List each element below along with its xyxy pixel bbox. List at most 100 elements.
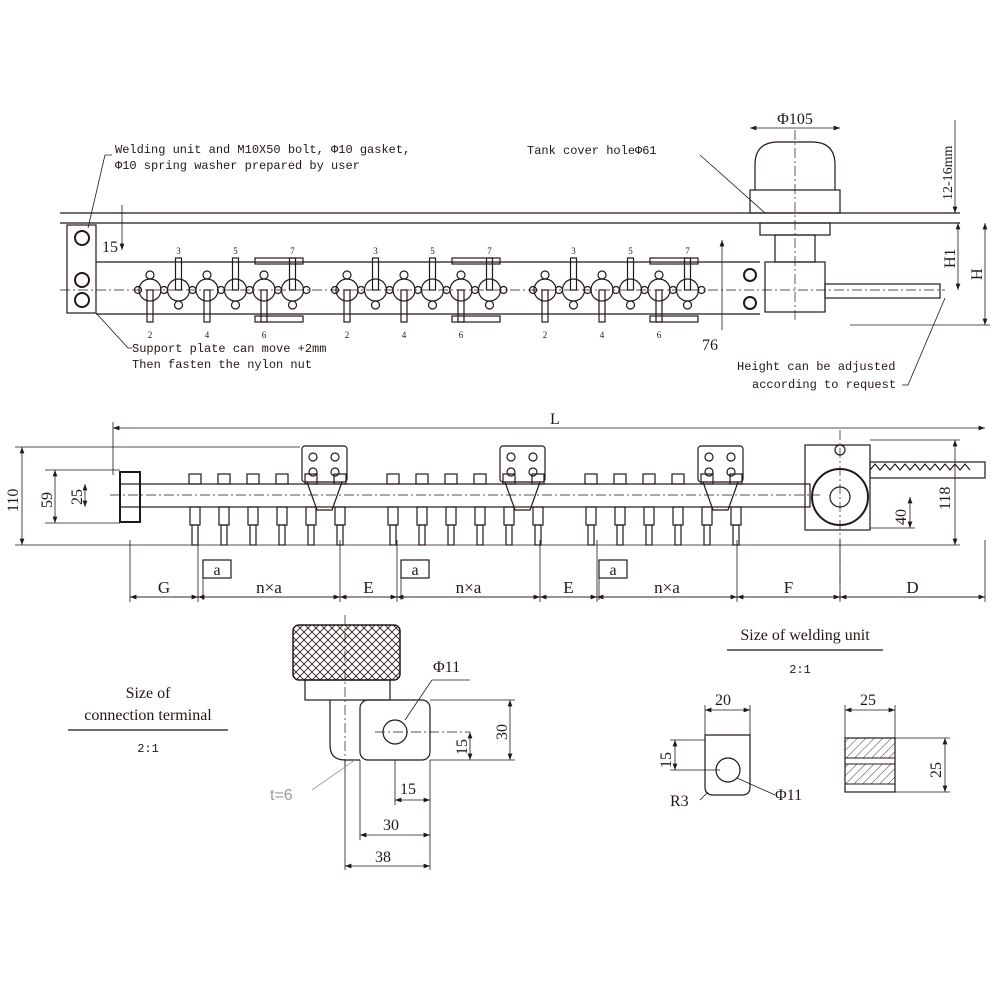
electrode-number: 3 — [571, 246, 576, 256]
welding-plate — [704, 734, 751, 796]
side-electrode — [304, 473, 318, 546]
support-block — [301, 445, 348, 483]
electrode-number: 2 — [543, 330, 548, 340]
electrode: 4 — [590, 270, 621, 340]
electrode: 7 — [675, 246, 706, 310]
side-electrode — [333, 473, 347, 546]
dim-a: a — [609, 562, 616, 579]
welding-unit-detail: Size of welding unit 2:1 20 15 R3 Φ11 25… — [658, 627, 950, 810]
electrode: 5 — [223, 246, 254, 310]
welding-dim-25v: 25 — [928, 762, 945, 778]
electrode-number: 5 — [430, 246, 435, 256]
terminal-thickness: t=6 — [270, 787, 293, 804]
electrode-number: 7 — [685, 246, 690, 256]
electrode-number: 2 — [345, 330, 350, 340]
nut — [528, 285, 538, 295]
clamp — [649, 257, 699, 265]
dim-a: a — [411, 562, 418, 579]
electrode: 6 — [252, 270, 283, 340]
electrode: 4 — [392, 270, 423, 340]
support-plate — [66, 224, 97, 314]
end-terminal — [119, 471, 141, 523]
side-electrode — [473, 473, 487, 546]
side-electrode — [502, 473, 516, 546]
note-welding-2: Φ10 spring washer prepared by user — [115, 159, 360, 173]
side-electrode — [386, 473, 400, 546]
terminal-knob — [292, 624, 401, 681]
segment-label: E — [363, 578, 373, 597]
side-electrode — [531, 473, 545, 546]
welding-dim-phi11: Φ11 — [775, 787, 802, 804]
terminal-lug — [359, 699, 431, 761]
side-electrode — [700, 473, 714, 546]
dim-H: H — [969, 268, 986, 280]
electrode: 3 — [561, 246, 592, 310]
roller — [743, 268, 757, 282]
electrode: 6 — [647, 270, 678, 340]
drive-rod — [824, 283, 941, 299]
terminal-dim-38: 38 — [375, 849, 391, 866]
connection-terminal-detail: Size of connection terminal 2:1 Φ11 30 1… — [68, 615, 515, 870]
electrode-number: 6 — [262, 330, 267, 340]
dim-H1: H1 — [942, 248, 959, 268]
terminal-title-2: connection terminal — [84, 707, 212, 724]
terminal-dim-30h: 30 — [383, 817, 399, 834]
terminal-scale: 2:1 — [137, 742, 159, 756]
side-electrode — [217, 473, 231, 546]
terminal-dim-phi11: Φ11 — [433, 659, 460, 676]
welding-dim-R3: R3 — [670, 793, 689, 810]
electrode: 7 — [280, 246, 311, 310]
dim-L: L — [550, 411, 560, 428]
welding-scale: 2:1 — [789, 663, 811, 677]
side-electrode — [584, 473, 598, 546]
terminal-dim-15h: 15 — [400, 781, 416, 798]
segment-label: n×a — [456, 578, 482, 597]
electrode: 7 — [477, 246, 508, 310]
terminal-dim-15v: 15 — [454, 739, 471, 755]
bolt-hole — [74, 292, 90, 308]
welding-dim-20: 20 — [715, 692, 731, 709]
dim-25: 25 — [69, 489, 86, 505]
tank-cover-label: Tank cover holeΦ61 — [527, 144, 657, 158]
electrode-number: 4 — [402, 330, 407, 340]
clamp — [451, 257, 501, 265]
side-electrode — [188, 473, 202, 546]
electrode-number: 3 — [176, 246, 181, 256]
segment-label: F — [784, 578, 793, 597]
electrode-number: 4 — [600, 330, 605, 340]
welding-dim-25h: 25 — [860, 692, 876, 709]
electrode-number: 5 — [628, 246, 633, 256]
side-electrode — [729, 473, 743, 546]
side-electrode — [671, 473, 685, 546]
side-electrode — [415, 473, 429, 546]
electrode-number: 7 — [487, 246, 492, 256]
segment-label: G — [158, 578, 170, 597]
dim-110: 110 — [5, 489, 22, 512]
side-electrode — [444, 473, 458, 546]
electrode-number: 7 — [290, 246, 295, 256]
electrode: 4 — [195, 270, 226, 340]
electrode-number: 6 — [657, 330, 662, 340]
electrode-number: 6 — [459, 330, 464, 340]
dim-40: 40 — [893, 509, 910, 525]
dim-a: a — [213, 562, 220, 579]
support-block — [499, 445, 546, 483]
electrode-number: 3 — [373, 246, 378, 256]
clamp — [254, 257, 304, 265]
dim-76: 76 — [702, 337, 718, 354]
side-electrode — [246, 473, 260, 546]
electrode: 5 — [618, 246, 649, 310]
electrode: 2 — [138, 270, 169, 340]
terminal-dim-30v: 30 — [494, 724, 511, 740]
electrode: 3 — [166, 246, 197, 310]
clamp — [451, 315, 501, 323]
welding-title: Size of welding unit — [740, 627, 870, 644]
bolt-hole — [74, 230, 90, 246]
welding-dim-15: 15 — [658, 752, 675, 768]
segment-label: E — [563, 578, 573, 597]
note-height-1: Height can be adjusted — [737, 360, 895, 374]
